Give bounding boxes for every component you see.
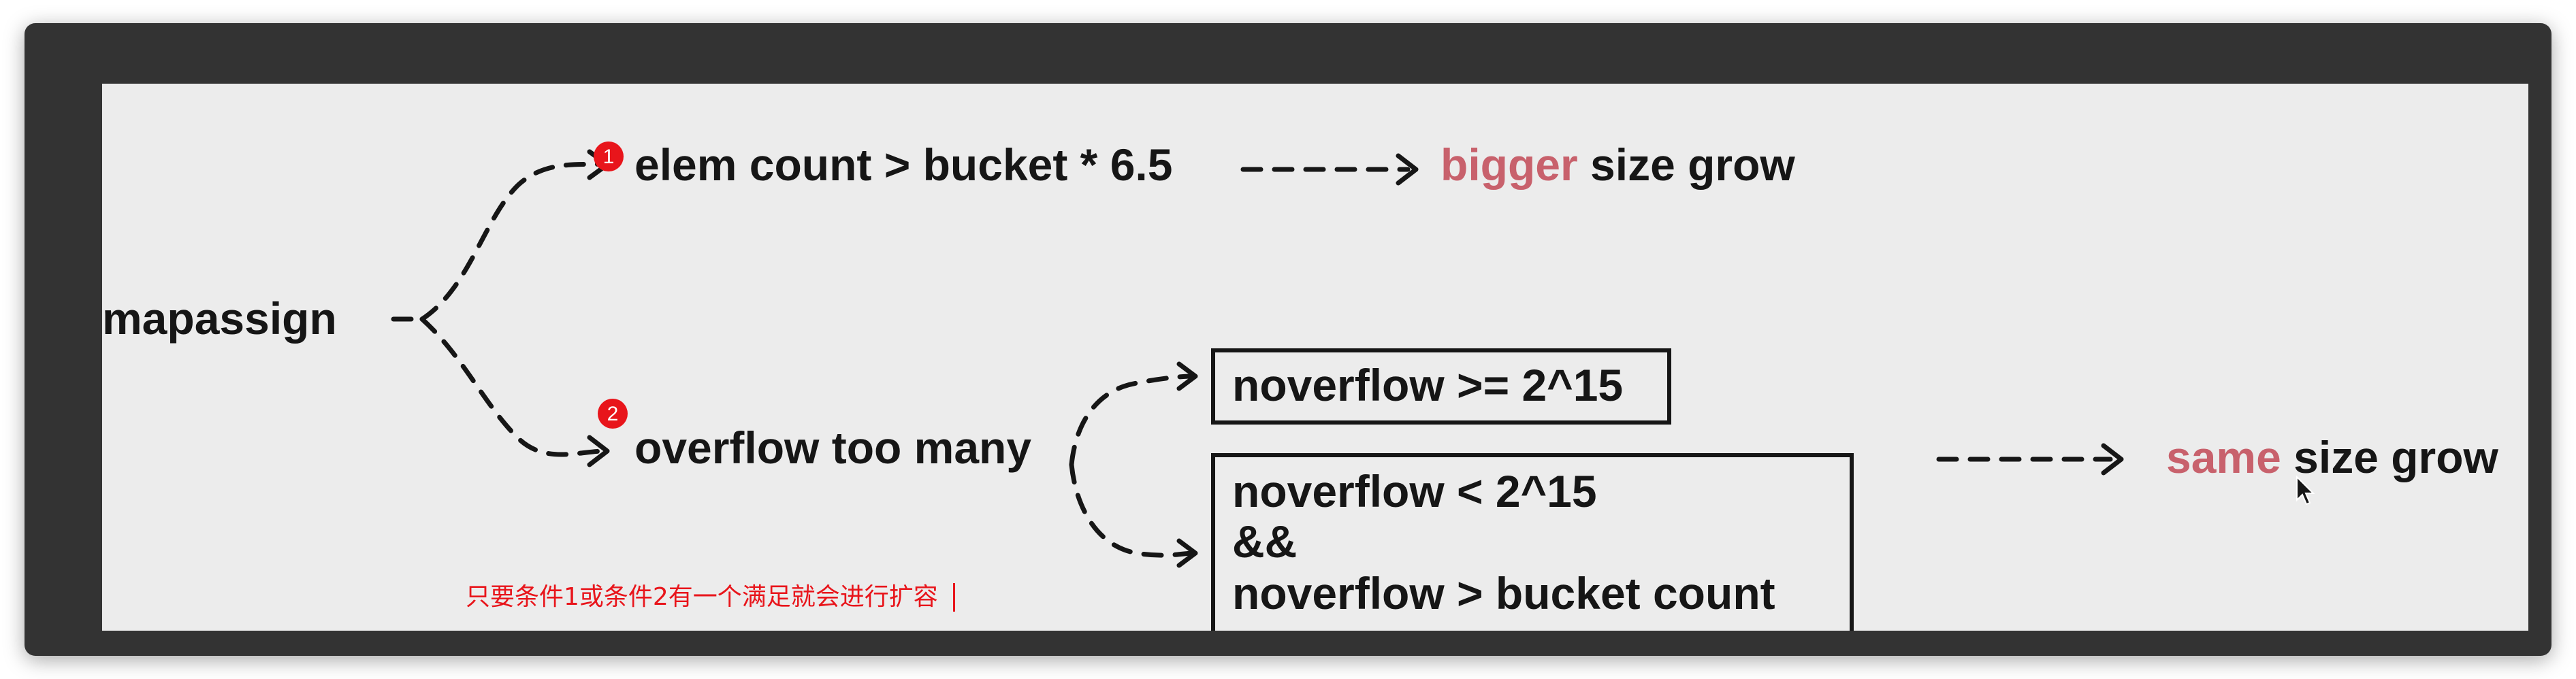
branch2-arrowhead xyxy=(587,435,610,467)
text-caret xyxy=(953,583,955,612)
branch2-result: same size grow xyxy=(2166,432,2499,482)
box-upper-text: noverflow >= 2^15 xyxy=(1232,360,1623,410)
condition-box-lower xyxy=(1211,453,1854,631)
branch2-curve xyxy=(419,316,607,457)
branch1-result-highlight: bigger xyxy=(1440,139,1578,190)
badge-1: 1 xyxy=(594,142,624,171)
branch2-result-rest: size grow xyxy=(2293,432,2498,482)
branch2-result-arrowhead xyxy=(2101,443,2124,476)
branch1-result: bigger size grow xyxy=(1440,139,1795,190)
sub-branch-lower-curve xyxy=(1069,462,1195,558)
flow-diagram: mapassign 1 elem count > bucket * 6.5 bi… xyxy=(102,139,2499,631)
branch2-result-highlight: same xyxy=(2166,432,2281,482)
badge-2-number: 2 xyxy=(607,403,619,425)
mouse-cursor-icon xyxy=(2296,475,2315,506)
root-node-mapassign: mapassign xyxy=(102,293,337,344)
slide-canvas: mapassign 1 elem count > bucket * 6.5 bi… xyxy=(102,84,2528,631)
sub-branch-upper-arrowhead xyxy=(1176,361,1198,391)
branch1-result-rest: size grow xyxy=(1590,139,1795,190)
branch1-condition: elem count > bucket * 6.5 xyxy=(634,139,1172,190)
sub-branch-upper-curve xyxy=(1069,374,1194,467)
condition-box-upper xyxy=(1211,348,1671,425)
box-lower-line3: noverflow > bucket count xyxy=(1232,568,1775,618)
branch2-condition: overflow too many xyxy=(634,423,1031,473)
branch1-result-arrowhead xyxy=(1396,153,1419,186)
sub-branch-lower-arrowhead xyxy=(1176,538,1198,568)
badge-2: 2 xyxy=(598,399,628,429)
annotation-note: 只要条件1或条件2有一个满足就会进行扩容 xyxy=(466,583,938,611)
box-lower-line2: && xyxy=(1232,516,1297,567)
window-frame: mapassign 1 elem count > bucket * 6.5 bi… xyxy=(25,23,2551,656)
branch1-curve xyxy=(419,161,609,322)
badge-1-number: 1 xyxy=(603,146,615,168)
box-lower-line1: noverflow < 2^15 xyxy=(1232,466,1597,516)
